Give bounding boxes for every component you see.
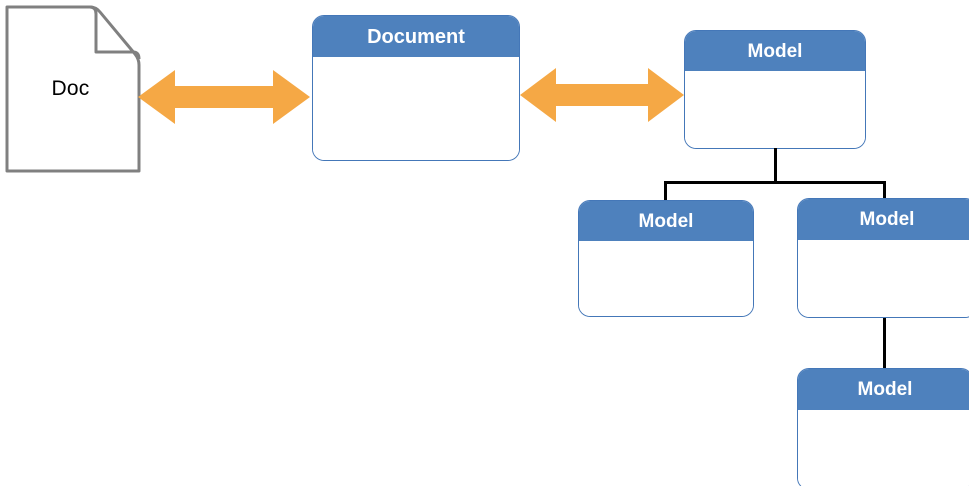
node-model-grandchild[interactable]: Model [797,368,969,486]
node-document[interactable]: Document [312,15,520,161]
node-model-root-title: Model [685,31,865,71]
node-model-grandchild-title: Model [798,369,969,410]
double-headed-arrow-icon [138,70,310,124]
connector-horizontal-bar [664,181,886,184]
doc-shape[interactable]: Doc [4,4,141,174]
double-headed-arrow-icon [520,68,684,122]
node-document-body [313,57,519,160]
connector-root-stem [774,148,777,183]
connector-left-drop [664,181,667,202]
node-model-child-left[interactable]: Model [578,200,754,317]
node-model-root-body [685,71,865,148]
node-model-child-right-title: Model [798,199,969,240]
arrow-document-to-model[interactable] [520,66,684,124]
arrow-doc-to-document[interactable] [138,68,310,126]
node-model-grandchild-body [798,410,969,486]
node-model-child-right[interactable]: Model [797,198,969,318]
node-model-root[interactable]: Model [684,30,866,149]
document-page-icon [5,5,141,173]
node-document-title: Document [313,16,519,57]
node-model-child-left-title: Model [579,201,753,241]
node-model-child-left-body [579,241,753,316]
node-model-child-right-body [798,240,969,317]
connector-right-drop [883,181,886,200]
connector-right-stem [883,318,886,370]
doc-label: Doc [51,77,90,100]
